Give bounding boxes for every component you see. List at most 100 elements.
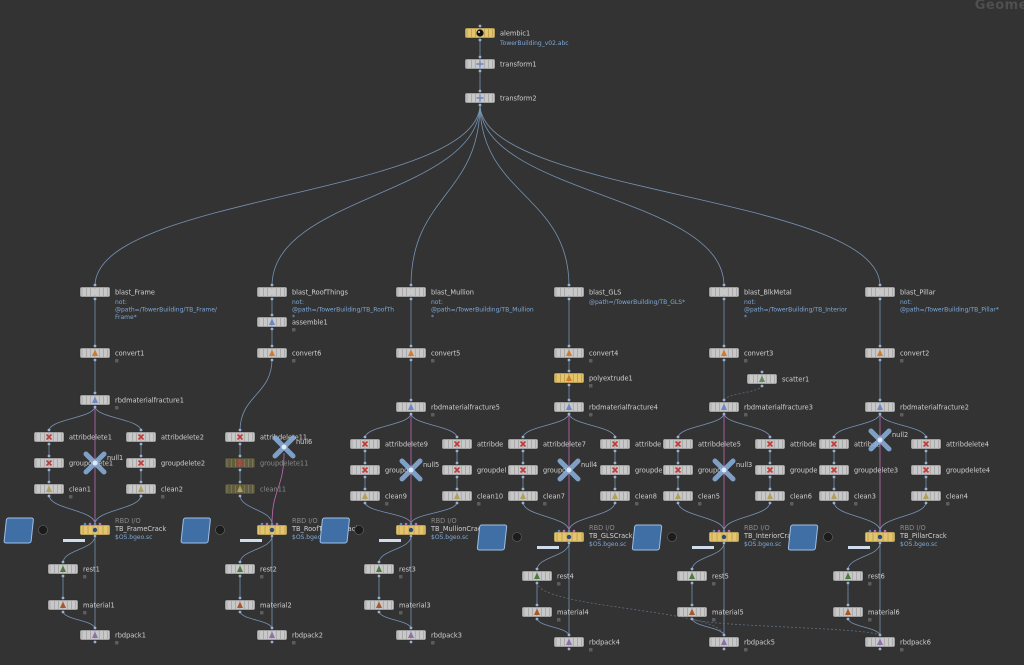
node-null1[interactable]: null1 (83, 451, 123, 475)
wire-clean8-to-TB_GLSCrack[interactable] (568, 501, 616, 532)
input-port[interactable] (878, 344, 882, 348)
output-port[interactable] (768, 501, 772, 505)
output-port[interactable] (139, 494, 143, 498)
input-port[interactable] (873, 529, 877, 533)
node-groupdelete6[interactable]: groupde (754, 461, 817, 479)
output-port[interactable] (409, 640, 413, 644)
input-port[interactable] (265, 522, 269, 526)
input-port[interactable] (139, 428, 143, 432)
input-port[interactable] (409, 344, 413, 348)
collapse-toggle-icon[interactable] (38, 525, 48, 535)
wire-rbdmaterialfracture4-to-attribdelete8[interactable] (568, 412, 616, 439)
input-port[interactable] (521, 461, 525, 465)
node-null3[interactable]: null3 (712, 458, 752, 482)
output-port[interactable] (878, 412, 882, 416)
node-transform2[interactable]: transform2 (464, 89, 537, 107)
output-port[interactable] (832, 449, 836, 453)
input-port[interactable] (567, 529, 571, 533)
node-rbdmaterialfracture3[interactable]: rbdmaterialfracture3 (708, 398, 813, 417)
node-clean11[interactable]: clean11 (224, 480, 286, 498)
node-TB_FrameCrack[interactable]: RBD I/OTB_FrameCrack$OS.bgeo.sc (3, 517, 166, 544)
wire-rbdmaterialfracture4-to-attribdelete7[interactable] (522, 412, 570, 439)
node-rest6[interactable]: rest6 (832, 567, 885, 586)
input-port[interactable] (712, 529, 716, 533)
input-port[interactable] (363, 461, 367, 465)
input-port[interactable] (377, 560, 381, 564)
node-TB_PillarCrack[interactable]: RBD I/OTB_PillarCrack$OS.bgeo.sc (787, 524, 947, 551)
node-convert4[interactable]: convert4 (553, 344, 618, 363)
wire-transform2-to-blast_RoofThings[interactable] (271, 103, 481, 287)
wire-TB_InteriorCrack-to-rest5[interactable] (691, 542, 725, 571)
input-port[interactable] (83, 522, 87, 526)
output-port[interactable] (377, 574, 381, 578)
wire-clean1-to-TB_FrameCrack[interactable] (48, 494, 96, 525)
input-port[interactable] (760, 370, 764, 374)
output-port[interactable] (676, 475, 680, 479)
input-port[interactable] (399, 522, 403, 526)
node-rest5[interactable]: rest5 (676, 567, 729, 586)
wire-TB_GLSCrack-to-rest4[interactable] (536, 542, 570, 571)
output-port[interactable] (238, 494, 242, 498)
output-port[interactable] (478, 103, 482, 107)
node-attribdelete4[interactable]: attribdelete4 (910, 435, 989, 453)
wire-clean7-to-TB_GLSCrack[interactable] (522, 501, 570, 532)
wire-rbdmaterialfracture2-to-attribdelete4[interactable] (879, 412, 927, 439)
output-port[interactable] (567, 383, 571, 387)
output-port[interactable] (363, 449, 367, 453)
collapse-toggle-icon[interactable] (215, 525, 225, 535)
input-port[interactable] (878, 633, 882, 637)
output-port[interactable] (47, 442, 51, 446)
output-port[interactable] (521, 449, 525, 453)
node-rest2[interactable]: rest2 (224, 560, 277, 579)
input-port[interactable] (883, 529, 887, 533)
node-attribdelete9[interactable]: attribdelete9 (349, 435, 428, 453)
input-port[interactable] (409, 522, 413, 526)
output-port[interactable] (270, 358, 274, 362)
node-material6[interactable]: material6 (832, 603, 900, 622)
output-port[interactable] (722, 412, 726, 416)
wire-rbdmaterialfracture5-to-attribdelete10[interactable] (410, 412, 458, 439)
wire-clean6-to-TB_InteriorCrack[interactable] (723, 501, 771, 532)
node-null6[interactable]: null6 (272, 435, 312, 459)
wire-material2-to-rbdpack2[interactable] (239, 610, 273, 630)
input-port[interactable] (139, 480, 143, 484)
node-clean3[interactable]: clean3 (818, 487, 876, 506)
wire-clean11-to-TB_RoofThingsCrack[interactable] (239, 494, 273, 525)
output-port[interactable] (924, 449, 928, 453)
node-attribdelete1[interactable]: attribdelete1 (33, 428, 112, 446)
node-assemble1[interactable]: assemble1 (256, 313, 328, 332)
node-rbdpack5[interactable]: rbdpack5 (708, 633, 775, 652)
output-port[interactable] (760, 384, 764, 388)
node-TB_GLSCrack[interactable]: RBD I/OTB_GLSCrack$OS.bgeo.sc (476, 524, 633, 551)
output-port[interactable] (690, 581, 694, 585)
wire-clean10-to-TB_MullionCrack[interactable] (410, 501, 458, 525)
wire-rbdmaterialfracture3-to-attribdelete5[interactable] (677, 412, 725, 439)
node-scatter1[interactable]: scatter1 (746, 370, 809, 388)
output-port[interactable] (455, 501, 459, 505)
input-port[interactable] (363, 487, 367, 491)
input-port[interactable] (455, 461, 459, 465)
input-port[interactable] (676, 487, 680, 491)
node-groupdelete2[interactable]: groupdelete2 (125, 454, 205, 472)
output-port[interactable] (613, 449, 617, 453)
wire-rbdmaterialfracture1-to-attribdelete1[interactable] (48, 405, 96, 432)
input-port[interactable] (409, 283, 413, 287)
output-port[interactable] (409, 534, 413, 538)
output-port[interactable] (238, 610, 242, 614)
node-groupdelete10[interactable]: groupdel (441, 461, 506, 479)
node-rest1[interactable]: rest1 (47, 560, 100, 579)
input-port[interactable] (478, 55, 482, 59)
input-port[interactable] (521, 487, 525, 491)
input-port[interactable] (260, 522, 264, 526)
node-rbdpack4[interactable]: rbdpack4 (553, 633, 620, 652)
output-port[interactable] (924, 501, 928, 505)
input-port[interactable] (727, 529, 731, 533)
wire-rbdmaterialfracture2-to-attribdelete3[interactable] (833, 412, 881, 439)
input-port[interactable] (535, 567, 539, 571)
wire-transform2-to-blast_Frame[interactable] (94, 103, 481, 287)
node-transform1[interactable]: transform1 (464, 55, 537, 73)
input-port[interactable] (722, 633, 726, 637)
output-port[interactable] (93, 358, 97, 362)
input-port[interactable] (363, 435, 367, 439)
